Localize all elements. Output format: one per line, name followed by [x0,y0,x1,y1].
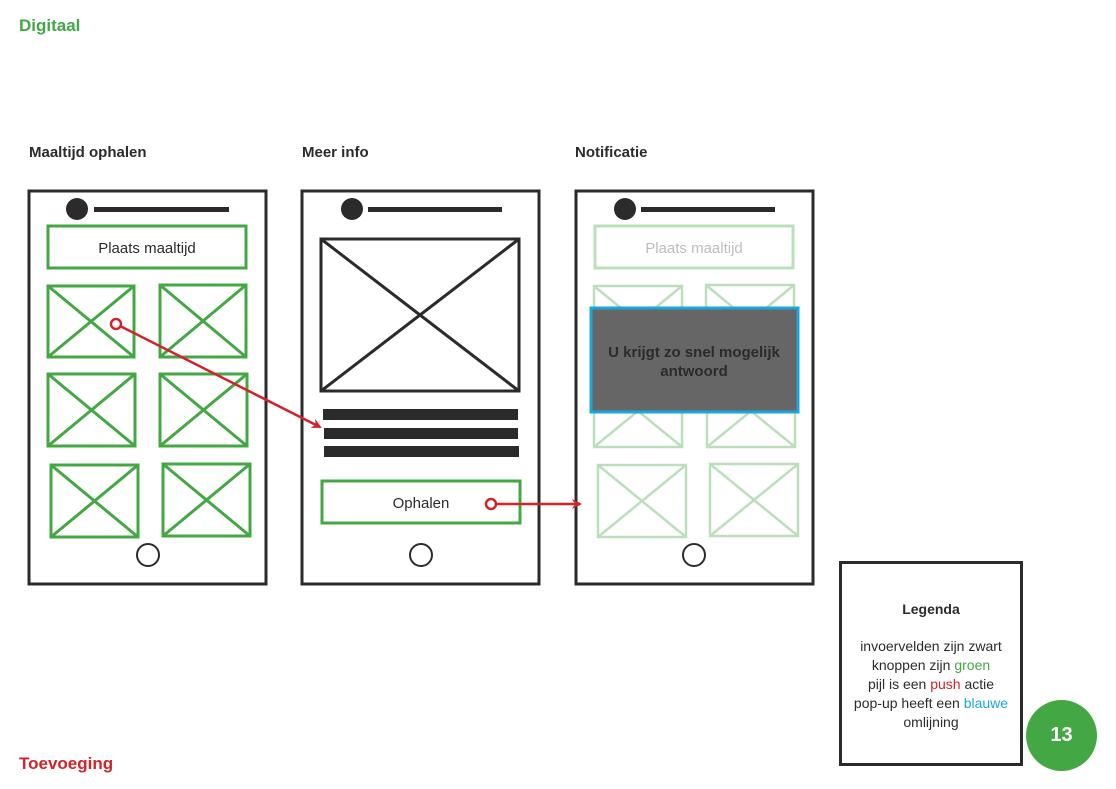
legend-text: pijl is een [867,676,931,692]
legend-text: actie [960,676,995,692]
plaats-maaltijd-button-faded: Plaats maaltijd [593,224,795,270]
legend-line: knoppen zijn groen [842,656,1020,675]
legend-text: pop-up heeft een [853,695,964,711]
notification-popup[interactable]: U krijgt zo snel mogelijk antwoord [589,306,800,414]
meal-image-placeholder-faded [708,462,800,538]
section-heading-digitaal: Digitaal [19,16,81,35]
legend-highlight-red: push [930,676,961,692]
legend-highlight-green: groen [954,657,991,673]
home-button-icon[interactable] [409,543,433,567]
text-line [324,446,519,457]
plaats-maaltijd-label: Plaats maaltijd [98,240,196,257]
phone-screen-meer-info: Ophalen [300,189,541,586]
arrow-origin-icon [109,317,123,331]
legend-line: pop-up heeft een blauwe [830,694,1032,713]
section-heading-toevoeging: Toevoeging [19,754,114,773]
phone-screen-notificatie: Plaats maaltijd U krijgt zo snel mogelij… [574,189,815,586]
ophalen-label: Ophalen [393,495,450,512]
avatar-icon [66,198,88,220]
meal-image-placeholder[interactable] [161,462,252,538]
legend-line: invoervelden zijn zwart [842,637,1020,656]
legend-line: omlijning [842,713,1020,732]
detail-image-placeholder [319,237,521,393]
home-button-icon[interactable] [682,543,706,567]
screen-title-notificatie: Notificatie [575,144,648,161]
home-button-icon[interactable] [136,543,160,567]
screen-title-meer-info: Meer info [302,144,369,161]
legend-text: omlijning [903,714,959,730]
arrow-origin-icon [484,497,498,511]
legend-title: Legenda [902,601,960,617]
meal-image-placeholder-faded [596,463,688,539]
legend-box: Legenda invoervelden zijn zwart knoppen … [839,561,1023,766]
legend-text: knoppen zijn [871,657,955,673]
status-bar-line [368,207,502,212]
meal-image-placeholder[interactable] [158,283,248,359]
meal-image-placeholder[interactable] [158,372,249,448]
meal-image-placeholder[interactable] [49,463,140,539]
popup-text-line-2: antwoord [660,363,728,380]
avatar-icon [341,198,363,220]
status-bar-line [94,207,229,212]
legend-text: invoervelden zijn zwart [860,638,1002,654]
avatar-icon [614,198,636,220]
plaats-maaltijd-button[interactable]: Plaats maaltijd [46,224,248,270]
text-line [324,428,518,439]
legend-line: pijl is een push actie [842,675,1020,694]
push-arrow-to-notificatie [484,497,582,511]
phone-screen-maaltijd-ophalen: Plaats maaltijd [27,189,268,586]
legend-highlight-blue: blauwe [963,695,1009,711]
meal-image-placeholder[interactable] [46,372,137,448]
push-arrow-to-meer-info [109,317,322,429]
status-bar-line [641,207,775,212]
popup-text-line-1: U krijgt zo snel mogelijk [608,344,780,361]
info-text-lines [323,409,519,457]
text-line [323,409,518,420]
screen-title-maaltijd-ophalen: Maaltijd ophalen [29,144,147,161]
plaats-maaltijd-label-faded: Plaats maaltijd [645,240,743,257]
page-number-badge: 13 [1026,700,1097,771]
